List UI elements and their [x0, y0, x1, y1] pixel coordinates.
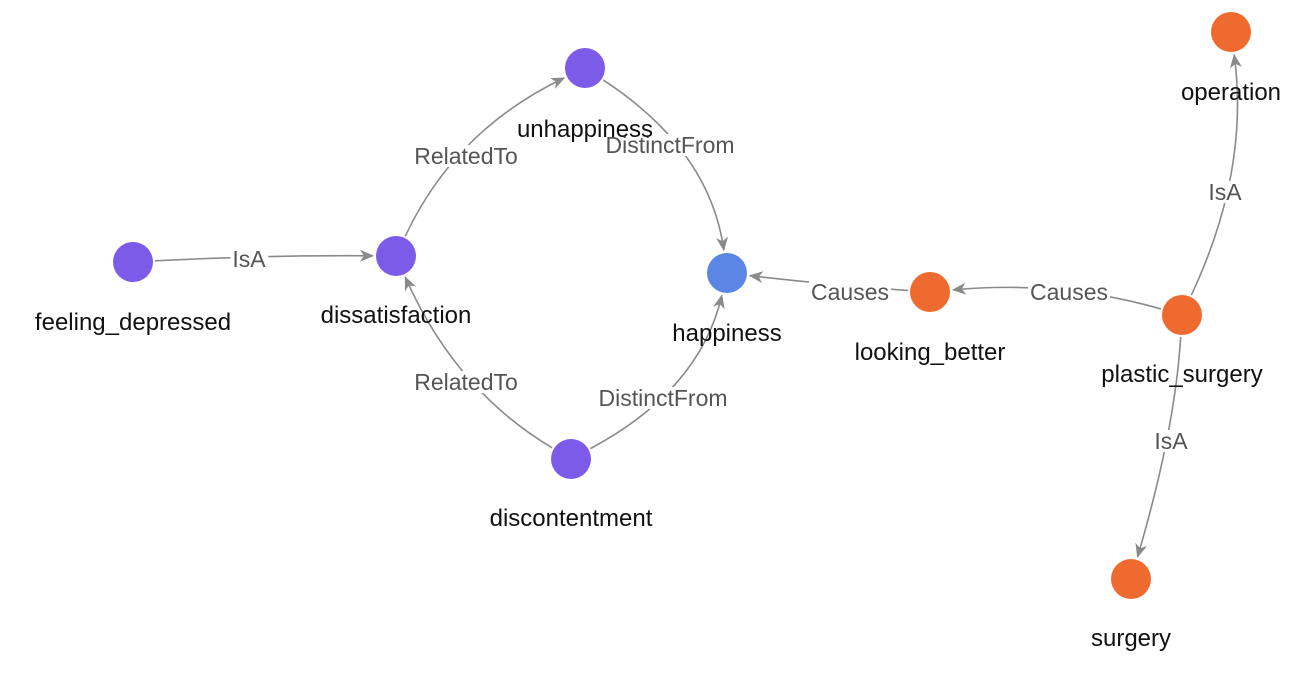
- edges-layer: [154, 53, 1242, 558]
- node-discontentment[interactable]: discontentment: [490, 439, 653, 532]
- node-unhappiness[interactable]: unhappiness: [517, 48, 653, 143]
- node-circle-dissatisfaction[interactable]: [376, 236, 416, 276]
- node-label-operation: operation: [1181, 79, 1281, 106]
- node-circle-plastic-surgery[interactable]: [1162, 295, 1202, 335]
- node-circle-surgery[interactable]: [1111, 559, 1151, 599]
- edge-label-plastic-surgery-to-surgery: IsA: [1154, 428, 1188, 454]
- edge-label-background: [230, 248, 269, 270]
- edge-label-background: [1152, 430, 1191, 452]
- node-circle-happiness[interactable]: [707, 253, 747, 293]
- node-dissatisfaction[interactable]: dissatisfaction: [321, 236, 472, 329]
- edge-label-discontentment-to-happiness: DistinctFrom: [598, 385, 727, 411]
- edge-labels-layer: IsARelatedToRelatedToDistinctFromDistinc…: [230, 132, 1245, 454]
- node-label-feeling-depressed: feeling_depressed: [35, 309, 231, 336]
- node-label-discontentment: discontentment: [490, 505, 653, 532]
- edge-label-background: [603, 134, 737, 156]
- node-circle-unhappiness[interactable]: [565, 48, 605, 88]
- node-circle-discontentment[interactable]: [551, 439, 591, 479]
- edge-label-feeling-depressed-to-dissatisfaction: IsA: [232, 246, 266, 272]
- edge-label-plastic-surgery-to-looking-better: Causes: [1030, 279, 1108, 305]
- node-label-dissatisfaction: dissatisfaction: [321, 302, 472, 329]
- node-label-plastic-surgery: plastic_surgery: [1101, 361, 1262, 388]
- node-label-happiness: happiness: [672, 320, 781, 347]
- node-circle-feeling-depressed[interactable]: [113, 242, 153, 282]
- node-label-surgery: surgery: [1091, 625, 1171, 652]
- edge-label-looking-better-to-happiness: Causes: [811, 279, 889, 305]
- node-circle-operation[interactable]: [1211, 12, 1251, 52]
- node-label-looking-better: looking_better: [855, 339, 1006, 366]
- node-feeling-depressed[interactable]: feeling_depressed: [35, 242, 231, 336]
- nodes-layer: feeling_depressed dissatisfaction unhappin…: [35, 12, 1281, 652]
- node-label-unhappiness: unhappiness: [517, 116, 653, 143]
- edge-label-background: [596, 387, 730, 409]
- edge-dissatisfaction-to-unhappiness: [404, 77, 566, 237]
- edge-label-background: [1206, 181, 1245, 203]
- edge-plastic-surgery-to-operation: [1190, 53, 1242, 296]
- edge-label-dissatisfaction-to-unhappiness: RelatedTo: [414, 143, 518, 169]
- edge-label-background: [809, 281, 891, 303]
- node-happiness[interactable]: happiness: [672, 253, 782, 347]
- edge-label-background: [412, 371, 520, 393]
- edge-label-plastic-surgery-to-operation: IsA: [1208, 179, 1242, 205]
- node-surgery[interactable]: surgery: [1091, 559, 1171, 652]
- edge-label-background: [412, 145, 520, 167]
- node-circle-looking-better[interactable]: [910, 272, 950, 312]
- edge-label-unhappiness-to-happiness: DistinctFrom: [605, 132, 734, 158]
- edge-discontentment-to-happiness: [590, 294, 725, 450]
- node-looking-better[interactable]: looking_better: [855, 272, 1006, 366]
- edge-label-background: [1028, 281, 1110, 303]
- node-operation[interactable]: operation: [1181, 12, 1281, 106]
- node-plastic-surgery[interactable]: plastic_surgery: [1101, 295, 1263, 388]
- edge-unhappiness-to-happiness: [602, 79, 729, 252]
- edge-label-discontentment-to-dissatisfaction: RelatedTo: [414, 369, 518, 395]
